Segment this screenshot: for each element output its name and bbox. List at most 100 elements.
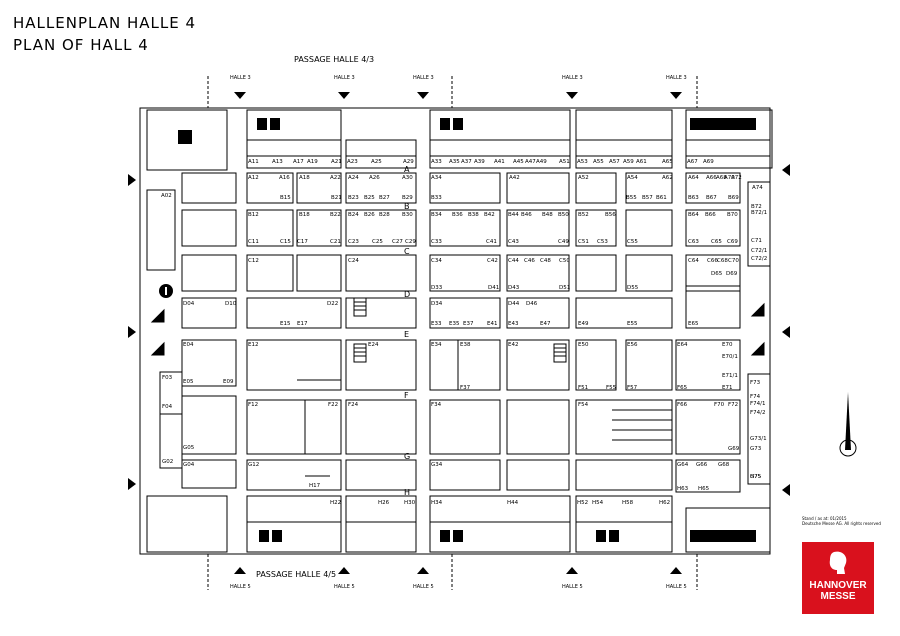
- stand-label: C50: [559, 258, 570, 264]
- stand-label: C53: [597, 239, 608, 245]
- stand-label: B50: [558, 212, 569, 218]
- exit-bottom-2: HALLE 5: [334, 584, 355, 590]
- stand-label: F37: [460, 385, 471, 391]
- stand-label: E55: [627, 321, 638, 327]
- stand-label: H34: [431, 500, 443, 506]
- title-german: HALLENPLAN HALLE 4: [13, 14, 196, 32]
- stand-label: A23: [347, 159, 358, 165]
- stand-label: A13: [272, 159, 283, 165]
- stand-label: C15: [280, 239, 291, 245]
- stand-label: A54: [627, 175, 638, 181]
- stand-label: A61: [636, 159, 647, 165]
- row-a: A: [404, 165, 410, 174]
- stand-label: C29: [405, 239, 416, 245]
- plan-labels: PASSAGE HALLE 4/3 PASSAGE HALLE 4/5 HALL…: [230, 55, 687, 590]
- stand-label: A17: [293, 159, 304, 165]
- stand-label: D69: [726, 271, 738, 277]
- stand-label: A72: [731, 175, 742, 181]
- stand-label: C17: [297, 239, 308, 245]
- stand-label: E41: [487, 321, 497, 327]
- row-g: G: [404, 452, 410, 461]
- stand-label: D51: [559, 285, 570, 291]
- stand-label: E71/1: [722, 373, 738, 379]
- stand-label: B38: [468, 212, 479, 218]
- stand-label: B66: [705, 212, 716, 218]
- logo-line-2: MESSE: [820, 591, 856, 602]
- stand-label: B69: [728, 195, 739, 201]
- stand-label: C42: [487, 258, 498, 264]
- stand-label: A59: [623, 159, 634, 165]
- stand-label: C43: [508, 239, 519, 245]
- row-c: C: [404, 247, 410, 256]
- stand-label: D22: [327, 301, 338, 307]
- logo-line-1: HANNOVER: [809, 580, 867, 591]
- stand-label: F72: [728, 402, 738, 408]
- exit-top-4: HALLE 3: [562, 75, 583, 81]
- stand-label: H17: [309, 483, 321, 489]
- stand-label: E05: [183, 379, 194, 385]
- stand-label: F65: [677, 385, 688, 391]
- stand-label: B30: [402, 212, 413, 218]
- passage-bottom-label: PASSAGE HALLE 4/5: [256, 570, 336, 579]
- stand-label: F66: [677, 402, 688, 408]
- stand-label: E17: [297, 321, 308, 327]
- stand-label: B72: [751, 204, 762, 210]
- stand-label: C11: [248, 239, 259, 245]
- stand-label: C49: [558, 239, 569, 245]
- stand-label: A12: [248, 175, 259, 181]
- stand-label: A69: [703, 159, 714, 165]
- hannover-messe-logo: HANNOVER MESSE: [802, 542, 874, 614]
- stand-label: B72/1: [751, 210, 767, 216]
- stand-label: G75: [750, 474, 762, 480]
- stand-label: G34: [431, 462, 443, 468]
- exit-top-1: HALLE 3: [230, 75, 251, 81]
- stand-label: A52: [578, 175, 589, 181]
- stand-label: B63: [688, 195, 699, 201]
- stand-label: A19: [307, 159, 318, 165]
- stand-label: C12: [248, 258, 259, 264]
- stand-label: C48: [540, 258, 551, 264]
- stand-label: F04: [162, 404, 173, 410]
- stand-label: D46: [526, 301, 538, 307]
- stand-label: A64: [688, 175, 699, 181]
- stand-label: E33: [431, 321, 442, 327]
- title-english: PLAN OF HALL 4: [13, 36, 149, 54]
- stand-label: G64: [677, 462, 689, 468]
- stand-label: A35: [449, 159, 460, 165]
- row-b: B: [404, 202, 410, 211]
- stand-label: E35: [449, 321, 460, 327]
- stand-label: A24: [348, 175, 359, 181]
- stand-label: D44: [508, 301, 520, 307]
- stand-label: H62: [659, 500, 670, 506]
- stand-label: B25: [364, 195, 375, 201]
- stand-label: F74: [750, 394, 761, 400]
- stand-label: B55: [626, 195, 637, 201]
- stand-label: A16: [279, 175, 290, 181]
- stand-label: E47: [540, 321, 551, 327]
- stand-label: B42: [484, 212, 495, 218]
- stand-label: A68: [716, 175, 727, 181]
- stand-label: F55: [606, 385, 617, 391]
- stand-label: G12: [248, 462, 259, 468]
- stand-label: F57: [627, 385, 638, 391]
- stand-label: H63: [677, 486, 689, 492]
- stand-label: C33: [431, 239, 442, 245]
- stand-label: H26: [378, 500, 390, 506]
- exit-bottom-5: HALLE 5: [666, 584, 687, 590]
- stand-label: A11: [248, 159, 259, 165]
- stand-label: E56: [627, 342, 638, 348]
- stand-label: C63: [688, 239, 699, 245]
- stand-label: F03: [162, 375, 173, 381]
- stand-label: C64: [688, 258, 699, 264]
- stand-label: H75: [750, 474, 762, 480]
- stand-label: A67: [687, 159, 698, 165]
- stand-label: E64: [677, 342, 688, 348]
- stand-label: B64: [688, 212, 699, 218]
- stand-label: A29: [403, 159, 414, 165]
- stand-label: A41: [494, 159, 505, 165]
- stand-label: E09: [223, 379, 234, 385]
- stand-label: A26: [369, 175, 380, 181]
- stand-label: C68: [717, 258, 728, 264]
